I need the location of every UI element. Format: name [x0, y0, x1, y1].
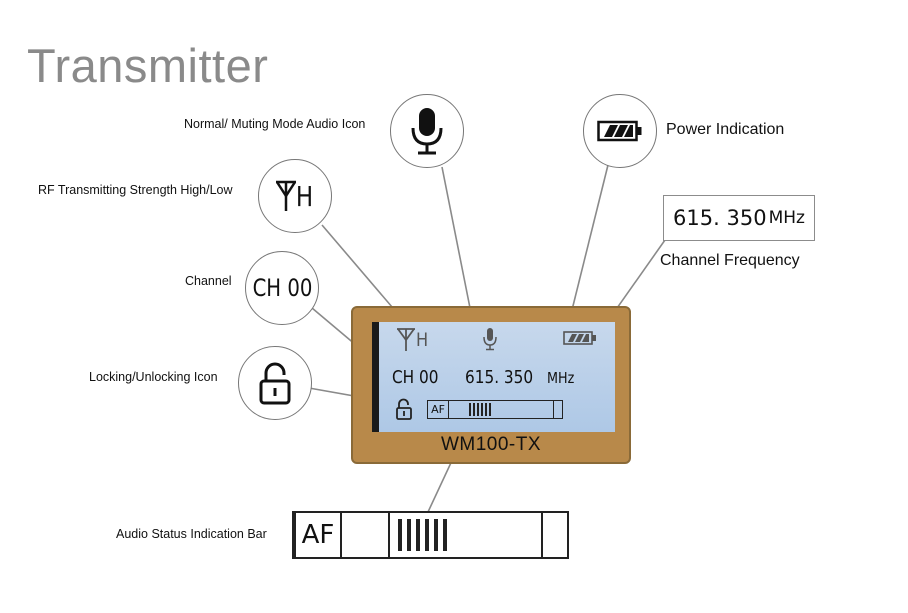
rf-level-text: H	[295, 179, 314, 213]
device-model-label: WM100-TX	[440, 434, 542, 455]
audio-bar-level	[390, 513, 447, 557]
unlock-icon	[259, 362, 291, 405]
audio-bar-af-label: AF	[296, 513, 342, 557]
power-callout	[583, 94, 657, 168]
channel-frequency-label: Channel Frequency	[660, 252, 800, 269]
lcd-antenna-icon	[397, 328, 415, 351]
page-title: Transmitter	[27, 39, 269, 92]
lcd-audio-bar: AF	[427, 400, 563, 419]
channel-label: Channel	[185, 274, 232, 288]
lcd-unlock-icon	[396, 398, 412, 420]
microphone-icon	[411, 108, 443, 155]
transmitter-device: H CH 00 615. 350 MHz AF	[351, 306, 631, 464]
rf-strength-label: RF Transmitting Strength High/Low	[38, 183, 233, 197]
audio-bar-label: Audio Status Indication Bar	[116, 527, 267, 541]
lcd-frequency-unit: MHz	[547, 369, 575, 387]
battery-icon	[597, 120, 642, 142]
lcd-af-label: AF	[428, 401, 449, 418]
lcd-frequency: 615. 350	[465, 367, 534, 388]
lock-callout	[238, 346, 312, 420]
antenna-icon	[275, 180, 297, 211]
channel-callout: CH 00	[245, 251, 319, 325]
lcd-audio-level	[469, 401, 491, 418]
lcd-battery-icon	[563, 331, 596, 345]
rf-strength-callout: H	[258, 159, 332, 233]
audio-status-bar: AF	[292, 511, 569, 559]
channel-callout-text: CH 00	[252, 274, 312, 302]
lock-icon-label: Locking/Unlocking Icon	[89, 370, 218, 384]
connector-audio-icon	[441, 166, 473, 319]
connector-rf	[321, 224, 405, 322]
lcd-channel: CH 00	[392, 367, 439, 388]
frequency-value: 615. 350	[673, 206, 767, 230]
power-indication-label: Power Indication	[666, 121, 785, 138]
lcd-rf-level: H	[416, 329, 429, 351]
lcd-microphone-icon	[483, 328, 497, 351]
audio-icon-callout	[390, 94, 464, 168]
frequency-unit: MHz	[768, 208, 805, 228]
audio-icon-label: Normal/ Muting Mode Audio Icon	[184, 117, 366, 131]
connector-power	[569, 164, 609, 319]
lcd-screen: H CH 00 615. 350 MHz AF	[372, 322, 615, 432]
